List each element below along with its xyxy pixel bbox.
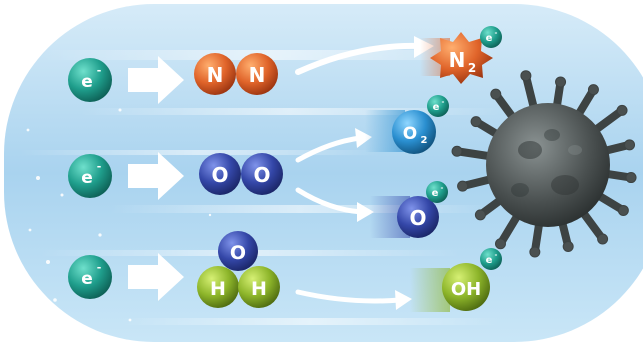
oxygen-molecule: O O [199,153,283,195]
electron-symbol: e [81,269,93,289]
atom-label: O [211,163,228,187]
product-subscript: 2 [421,135,428,146]
electron-badge [427,95,449,117]
curved-arrow [295,289,403,304]
product-main: O [409,206,426,230]
water-molecule: O H H [197,231,280,308]
curved-arrow [295,187,365,215]
arrow-head-icon [355,128,372,148]
arrow-right-icon [128,56,184,104]
arrow-right-icon [128,152,184,200]
electron-symbol: e [81,72,93,92]
product-main: N [449,48,466,72]
electron-badge [480,26,502,48]
electron-symbol: e [433,102,440,113]
electron-badge [480,248,502,270]
arrow-right-icon [128,253,184,301]
atom-label: N [249,63,266,87]
electron-symbol: e [486,255,493,266]
atom-label: O [230,242,246,264]
star-burst-icon [430,32,493,84]
electron-charge: - [97,261,102,274]
electron-symbol: e [432,188,439,199]
electron-badge [426,181,448,203]
atom-label: H [251,278,267,300]
electron-charge: - [97,64,102,77]
nitrogen-atom [236,53,278,95]
product-subscript: 2 [468,61,476,75]
product-main: O [403,124,417,144]
arrow-head-icon [395,290,412,310]
nitrogen-molecule: N N [194,53,278,95]
electron-row-2: e - [68,154,112,198]
curved-arrow [295,135,363,163]
electron-charge: - [441,184,444,192]
electron-row-3: e - [68,255,112,299]
atom-label: O [253,163,270,187]
virus-icon [451,70,637,258]
electron-symbol: e [81,168,93,188]
curved-arrow [295,42,423,75]
electron-charge: - [495,251,498,259]
product-main: OH [451,279,481,300]
o2-ball [392,110,436,154]
o2-product: O 2 e - [392,95,449,154]
hydrogen-atom [238,266,280,308]
atom-label: H [210,278,226,300]
atom-label: N [207,63,224,87]
o-ball [397,196,439,238]
electron-ball [68,58,112,102]
electron-ball [68,154,112,198]
electron-charge: - [495,29,498,37]
electron-symbol: e [486,33,493,44]
oh-ball [442,263,490,311]
arrow-head-icon [357,202,374,222]
electron-row-1: e - [68,58,112,102]
oh-product: OH e - [442,248,502,311]
hydrogen-atom [197,266,239,308]
electron-charge: - [97,160,102,173]
electron-ball [68,255,112,299]
nitrogen-atom [194,53,236,95]
oxygen-atom [199,153,241,195]
oxygen-atom [218,231,258,271]
electron-charge: - [442,98,445,106]
oxygen-atom [241,153,283,195]
n2-product: N 2 e - [430,26,502,84]
o-product: O e - [397,181,448,238]
